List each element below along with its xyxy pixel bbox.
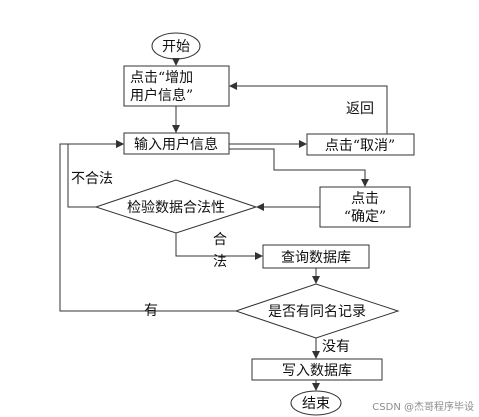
return-label: 返回 bbox=[346, 101, 374, 117]
legal-label-line2: 法 bbox=[213, 254, 227, 270]
end-label: 结束 bbox=[302, 396, 330, 412]
edge-cancel-return bbox=[229, 82, 388, 134]
none-label: 没有 bbox=[322, 339, 350, 355]
cancel-node bbox=[306, 133, 415, 156]
validate-label: 检验数据合法性 bbox=[127, 200, 225, 216]
add-user-info-label-line1: 点击“增加 bbox=[130, 70, 193, 86]
start-label: 开始 bbox=[162, 39, 190, 55]
duplicate-label: 是否有同名记录 bbox=[268, 304, 366, 320]
duplicate-decision-node bbox=[234, 283, 400, 339]
cancel-label: 点击“取消” bbox=[325, 138, 395, 154]
edge-input-to-confirm bbox=[229, 148, 369, 187]
edge-validate-legal bbox=[175, 233, 263, 260]
illegal-label: 不合法 bbox=[71, 171, 113, 187]
input-user-info-label: 输入用户信息 bbox=[134, 136, 218, 153]
confirm-label-line2: “确定” bbox=[344, 209, 386, 225]
add-user-info-label-line2: 用户信息” bbox=[130, 87, 193, 104]
end-node bbox=[290, 390, 342, 416]
edge-duplicate-has bbox=[59, 140, 236, 312]
add-user-info-node bbox=[123, 65, 230, 107]
query-db-label: 查询数据库 bbox=[281, 250, 351, 266]
confirm-label-line1: 点击 bbox=[351, 191, 379, 207]
watermark-text: CSDN @杰哥程序毕设 bbox=[372, 400, 474, 413]
legal-label-line1: 合 bbox=[213, 232, 227, 248]
write-db-label: 写入数据库 bbox=[282, 363, 352, 379]
write-db-node bbox=[251, 358, 383, 381]
has-label: 有 bbox=[144, 303, 158, 319]
